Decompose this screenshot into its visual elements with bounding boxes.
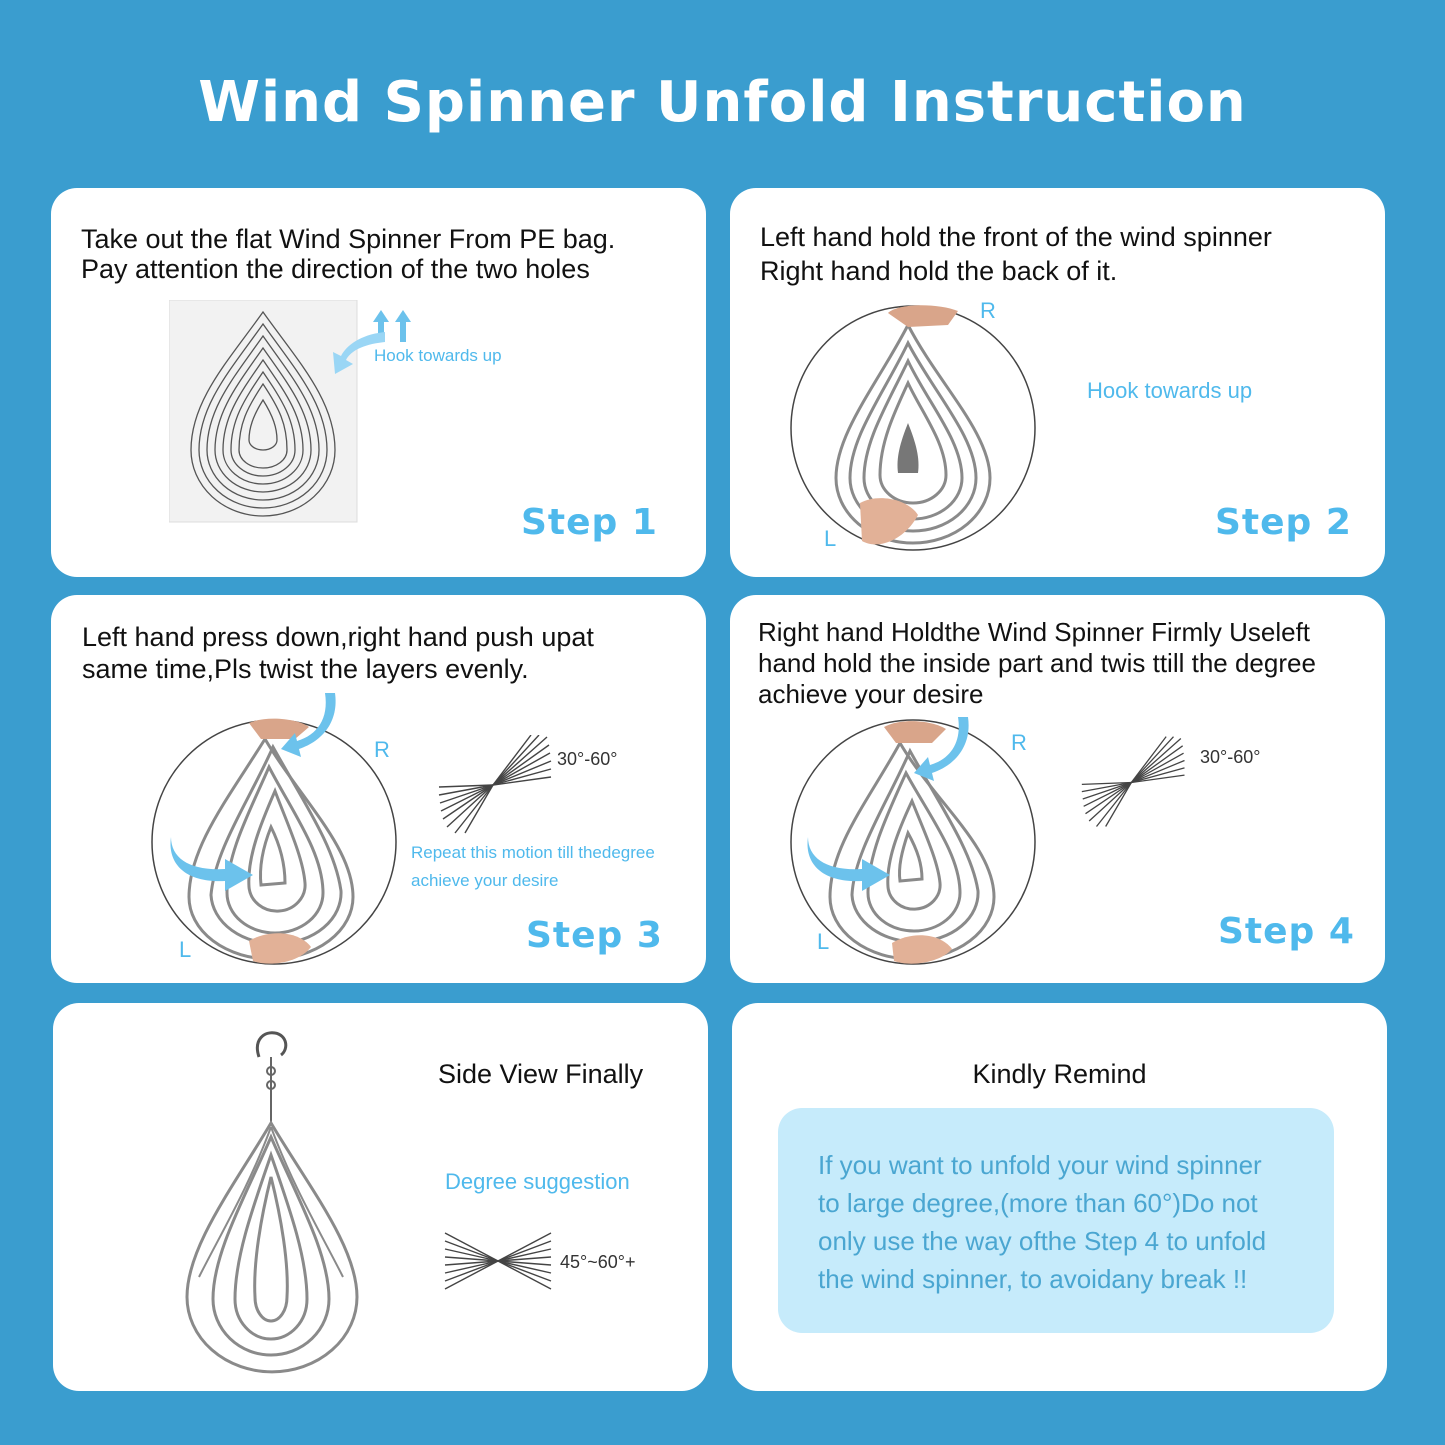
remind-title: Kindly Remind <box>972 1059 1147 1089</box>
step-1-card: Take out the flat Wind Spinner From PE b… <box>51 188 706 577</box>
step-4-label: Step 4 <box>1218 911 1355 952</box>
degree-fan-icon <box>438 735 552 834</box>
degree-fan-icon <box>1081 736 1185 827</box>
side-view-title: Side View Finally <box>438 1059 644 1089</box>
step-3-note: Repeat this motion till thedegree achiev… <box>411 843 655 890</box>
step-2-note: Hook towards up <box>1087 378 1253 403</box>
twist-arrow-bottom-icon <box>807 837 890 891</box>
flat-spinner-in-bag-image <box>169 300 358 523</box>
step-4-degree: 30°-60° <box>1200 747 1261 767</box>
step-4-right-label: R <box>1011 730 1027 755</box>
curved-arrow-icon <box>333 332 385 374</box>
step-4-instruction: Right hand Holdthe Wind Spinner Firmly U… <box>758 617 1316 709</box>
twist-arrow-top-icon <box>281 693 336 757</box>
arrow-up-icon <box>373 310 411 342</box>
step-4-card: Right hand Holdthe Wind Spinner Firmly U… <box>730 595 1385 983</box>
step-3-degree: 30°-60° <box>557 749 618 769</box>
remind-box: If you want to unfold your wind spinner … <box>778 1108 1334 1333</box>
step-2-instruction: Left hand hold the front of the wind spi… <box>760 222 1272 286</box>
assembled-spinner-side-view-image <box>185 1031 359 1374</box>
remind-text: If you want to unfold your wind spinner … <box>818 1150 1267 1294</box>
step-4-left-label: L <box>817 929 830 954</box>
remind-card: Kindly Remind If you want to unfold your… <box>732 1003 1387 1391</box>
step-1-instruction: Take out the flat Wind Spinner From PE b… <box>81 224 616 284</box>
side-view-degree: 45°~60°+ <box>560 1252 636 1272</box>
twist-arrow-top-icon <box>914 717 969 781</box>
degree-fan-icon <box>444 1232 552 1290</box>
step-1-note: Hook towards up <box>374 346 502 365</box>
step-2-right-label: R <box>980 298 996 323</box>
step-3-instruction: Left hand press down,right hand push upa… <box>82 622 594 684</box>
side-view-card: Side View Finally Degree suggestion 45°~… <box>53 1003 708 1391</box>
side-view-note: Degree suggestion <box>445 1169 630 1194</box>
page-title: Wind Spinner Unfold Instruction <box>198 70 1247 135</box>
spinner-twist-image <box>151 718 397 965</box>
twist-arrow-bottom-icon <box>170 837 253 891</box>
spinner-inside-twist-image <box>790 719 1036 965</box>
spinner-held-in-hands-image <box>790 305 1036 551</box>
step-3-left-label: L <box>179 937 192 962</box>
step-3-card: Left hand press down,right hand push upa… <box>51 595 706 983</box>
step-3-right-label: R <box>374 737 390 762</box>
step-1-label: Step 1 <box>521 502 658 543</box>
step-2-card: Left hand hold the front of the wind spi… <box>730 188 1385 577</box>
step-3-label: Step 3 <box>526 915 663 956</box>
step-2-left-label: L <box>824 526 837 551</box>
step-2-label: Step 2 <box>1215 502 1352 543</box>
